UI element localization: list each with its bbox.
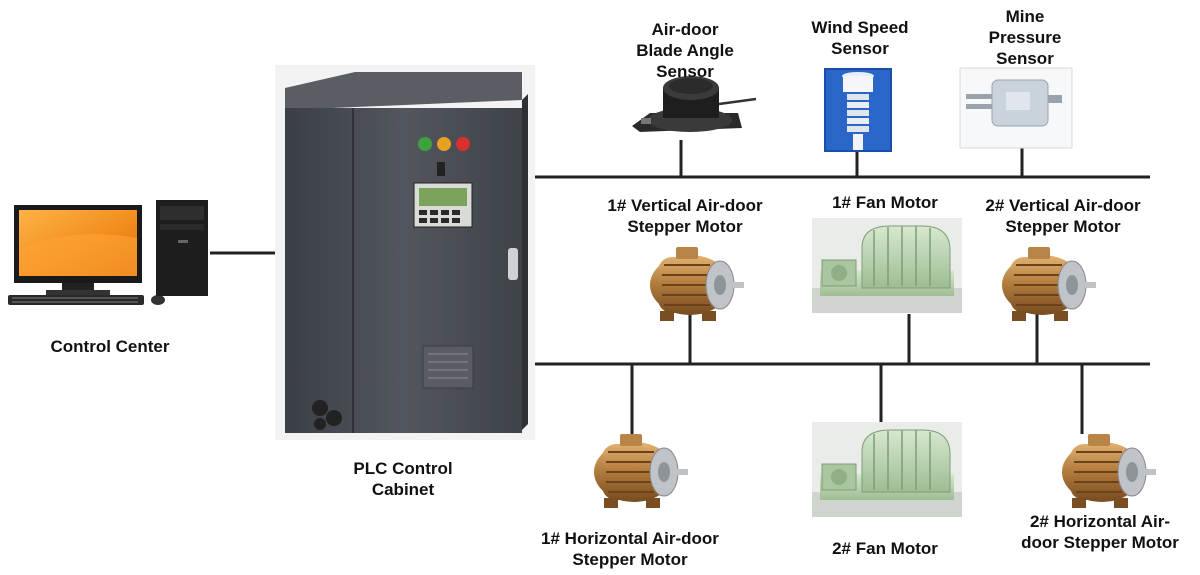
desktop-computer-icon [8, 200, 208, 305]
stepper-motor-icon [593, 433, 689, 509]
fan-motor-2-label: 2# Fan Motor [832, 539, 938, 558]
fan-motor-1-label: 1# Fan Motor [832, 193, 938, 212]
plc-cabinet-icon [275, 65, 535, 440]
control-center-label: Control Center [50, 337, 170, 356]
blade-angle-sensor-label: Air-door Blade Angle Sensor [636, 20, 734, 81]
stepper-motor-icon [1061, 433, 1157, 509]
bus-lines [210, 140, 1150, 434]
mine-pressure-sensor-label: Mine Pressure Sensor [988, 7, 1062, 68]
vertical-stepper-1-label: 1# Vertical Air-door Stepper Motor [607, 196, 763, 236]
fan-motor-icon [811, 217, 963, 314]
horizontal-stepper-1-label: 1# Horizontal Air-door Stepper Motor [541, 529, 719, 569]
stepper-motor-icon [1001, 246, 1097, 322]
anemometer-icon [824, 68, 892, 152]
wind-speed-sensor-label: Wind Speed Sensor [811, 18, 909, 58]
angle-sensor-icon [632, 76, 757, 132]
fan-motor-icon [811, 421, 963, 518]
stepper-motor-icon [649, 246, 745, 322]
pressure-sensor-icon [959, 67, 1073, 149]
horizontal-stepper-2-label: 2# Horizontal Air- door Stepper Motor [1021, 512, 1179, 552]
plc-cabinet-label: PLC Control Cabinet [353, 459, 453, 499]
vertical-stepper-2-label: 2# Vertical Air-door Stepper Motor [985, 196, 1141, 236]
